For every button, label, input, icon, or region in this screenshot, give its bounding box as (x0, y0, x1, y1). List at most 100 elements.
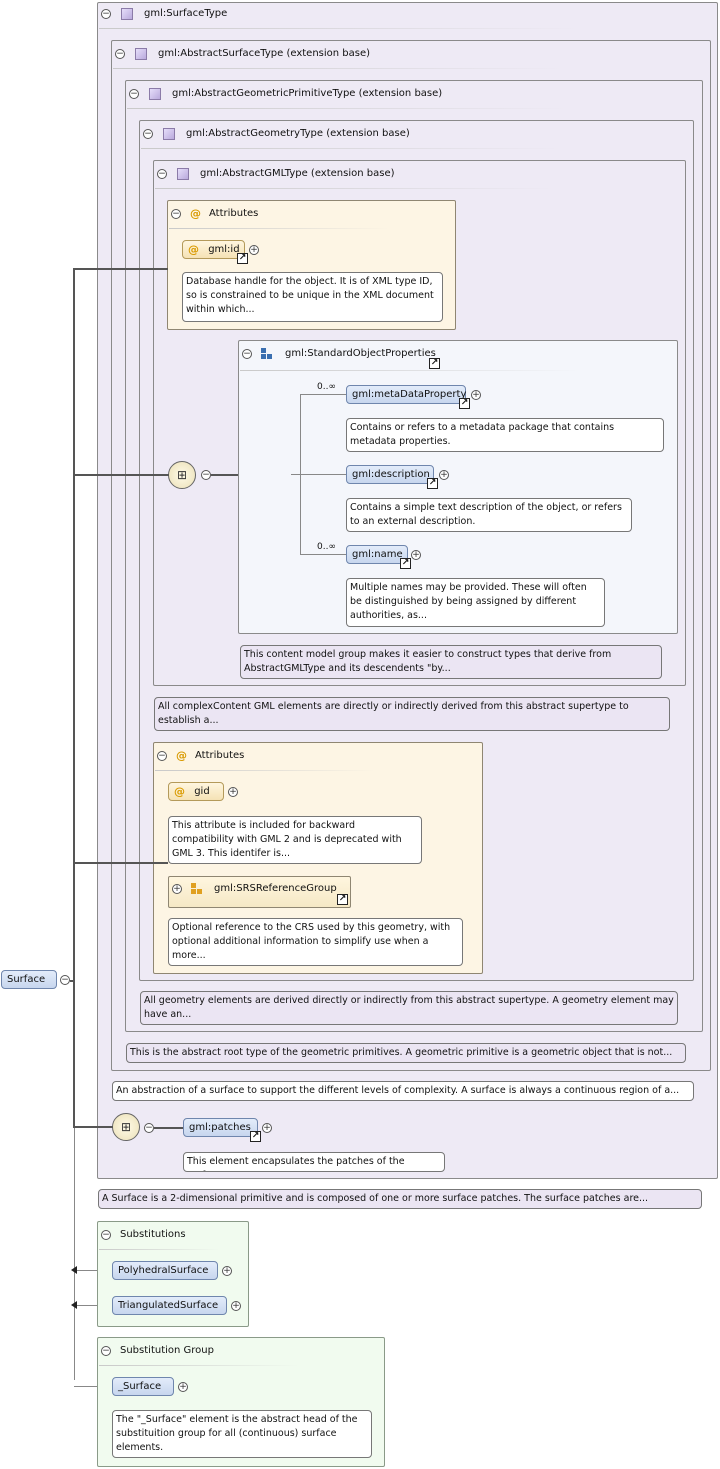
substitution-arrow-icon (71, 1266, 77, 1274)
connector-line (73, 474, 169, 476)
divider (240, 370, 580, 371)
collapse-toggle-icon[interactable]: − (157, 169, 167, 179)
reference-arrow-icon: ↗ (337, 894, 348, 905)
triangulated-surface-element[interactable]: TriangulatedSurface (112, 1296, 227, 1315)
abstract-surface-type-label: gml:AbstractSurfaceType (extension base) (158, 48, 371, 59)
connector-line (300, 554, 346, 555)
collapse-toggle-icon[interactable]: − (242, 349, 252, 359)
abstract-primitive-type-doc: This is the abstract root type of the ge… (126, 1043, 686, 1063)
attribute-icon: @ (176, 749, 187, 762)
divider (99, 1365, 299, 1366)
expand-toggle-icon[interactable]: + (471, 390, 481, 400)
connector-line (300, 474, 346, 475)
gid-label: gid (194, 786, 210, 797)
standard-object-properties-label: gml:StandardObjectProperties (285, 348, 436, 359)
connector-line (291, 474, 301, 475)
expand-toggle-icon[interactable]: + (439, 470, 449, 480)
substitution-arrow-icon (71, 1301, 77, 1309)
abstract-geometry-type-label: gml:AbstractGeometryType (extension base… (186, 128, 410, 139)
sequence-compositor-icon[interactable]: ⊞ (112, 1113, 140, 1141)
expand-toggle-icon[interactable]: + (231, 1301, 241, 1311)
connector-line (74, 1305, 112, 1306)
collapse-toggle-icon[interactable]: − (143, 129, 153, 139)
divider (99, 1249, 219, 1250)
reference-arrow-icon: ↗ (459, 398, 470, 409)
attributes-title: Attributes (209, 208, 259, 219)
collapse-toggle-icon[interactable]: − (157, 751, 167, 761)
complex-type-icon (135, 48, 147, 60)
abstract-geometry-type-doc: All geometry elements are derived direct… (140, 991, 678, 1025)
divider (127, 108, 567, 109)
abstract-geometric-primitive-type-label: gml:AbstractGeometricPrimitiveType (exte… (172, 88, 443, 99)
polyhedral-surface-element[interactable]: PolyhedralSurface (112, 1261, 218, 1280)
connector-line (73, 862, 168, 864)
cardinality-label: 0..∞ (317, 542, 336, 552)
reference-arrow-icon: ↗ (429, 358, 440, 369)
reference-arrow-icon: ↗ (427, 478, 438, 489)
abstract-gml-type-label: gml:AbstractGMLType (extension base) (200, 168, 395, 179)
collapse-toggle-icon[interactable]: − (101, 9, 111, 19)
expand-toggle-icon[interactable]: + (172, 884, 182, 894)
sequence-compositor-icon[interactable]: ⊞ (168, 461, 196, 489)
collapse-toggle-icon[interactable]: − (129, 89, 139, 99)
collapse-toggle-icon[interactable]: − (115, 49, 125, 59)
metadata-property-element[interactable]: gml:metaDataProperty (346, 385, 466, 404)
expand-toggle-icon[interactable]: + (262, 1123, 272, 1133)
model-group-icon (261, 348, 275, 360)
reference-arrow-icon: ↗ (400, 558, 411, 569)
expand-toggle-icon[interactable]: + (178, 1382, 188, 1392)
substitution-group-title: Substitution Group (120, 1345, 214, 1356)
gml-id-label: gml:id (208, 244, 240, 255)
gid-doc: This attribute is included for backward … (168, 816, 422, 864)
collapse-toggle-icon[interactable]: − (171, 209, 181, 219)
description-element[interactable]: gml:description (346, 465, 434, 484)
expand-toggle-icon[interactable]: + (249, 245, 259, 255)
attributes-title: Attributes (195, 750, 245, 761)
connector-line (73, 1126, 113, 1128)
connector-line (211, 474, 255, 476)
expand-toggle-icon[interactable]: + (411, 550, 421, 560)
connector-line (74, 1128, 75, 1380)
collapse-toggle-icon[interactable]: − (101, 1346, 111, 1356)
patches-doc: This element encapsulates the patches of… (183, 1152, 445, 1172)
surface-type-label: gml:SurfaceType (144, 8, 228, 19)
divider (99, 28, 579, 29)
connector-line (73, 268, 75, 1128)
name-element[interactable]: gml:name (346, 545, 408, 564)
collapse-toggle-icon[interactable]: − (101, 1230, 111, 1240)
cardinality-label: 0..∞ (317, 382, 336, 392)
surface-doc: A Surface is a 2-dimensional primitive a… (98, 1189, 702, 1209)
connector-line (73, 268, 168, 270)
divider (113, 68, 563, 69)
gid-attribute[interactable]: @ gid (168, 782, 224, 801)
collapse-toggle-icon[interactable]: − (60, 975, 70, 985)
gml-id-attribute[interactable]: @ gml:id (182, 240, 245, 259)
abstract-gml-type-doc: All complexContent GML elements are dire… (154, 697, 670, 731)
divider (155, 188, 555, 189)
surface-root-element[interactable]: Surface (1, 970, 57, 989)
collapse-toggle-icon[interactable]: − (144, 1123, 154, 1133)
collapse-toggle-icon[interactable]: − (201, 470, 211, 480)
complex-type-icon (177, 168, 189, 180)
attribute-icon: @ (174, 785, 185, 798)
expand-toggle-icon[interactable]: + (228, 787, 238, 797)
expand-toggle-icon[interactable]: + (222, 1266, 232, 1276)
connector-line (300, 394, 346, 395)
complex-type-icon (121, 8, 133, 20)
divider (155, 770, 375, 771)
connector-line (74, 1386, 112, 1387)
attribute-group-icon (191, 883, 205, 895)
name-doc: Multiple names may be provided. These wi… (346, 578, 605, 627)
connector-line (154, 1127, 184, 1129)
substitutions-title: Substitutions (120, 1229, 186, 1240)
patches-element[interactable]: gml:patches (183, 1118, 258, 1137)
srs-reference-group-label: gml:SRSReferenceGroup (214, 883, 337, 894)
surface-head-doc: The "_Surface" element is the abstract h… (112, 1410, 372, 1458)
connector-line (70, 980, 74, 982)
surface-head-element[interactable]: _Surface (112, 1377, 174, 1396)
divider (169, 228, 389, 229)
srs-reference-group-doc: Optional reference to the CRS used by th… (168, 918, 463, 966)
complex-type-icon (163, 128, 175, 140)
description-doc: Contains a simple text description of th… (346, 498, 632, 532)
